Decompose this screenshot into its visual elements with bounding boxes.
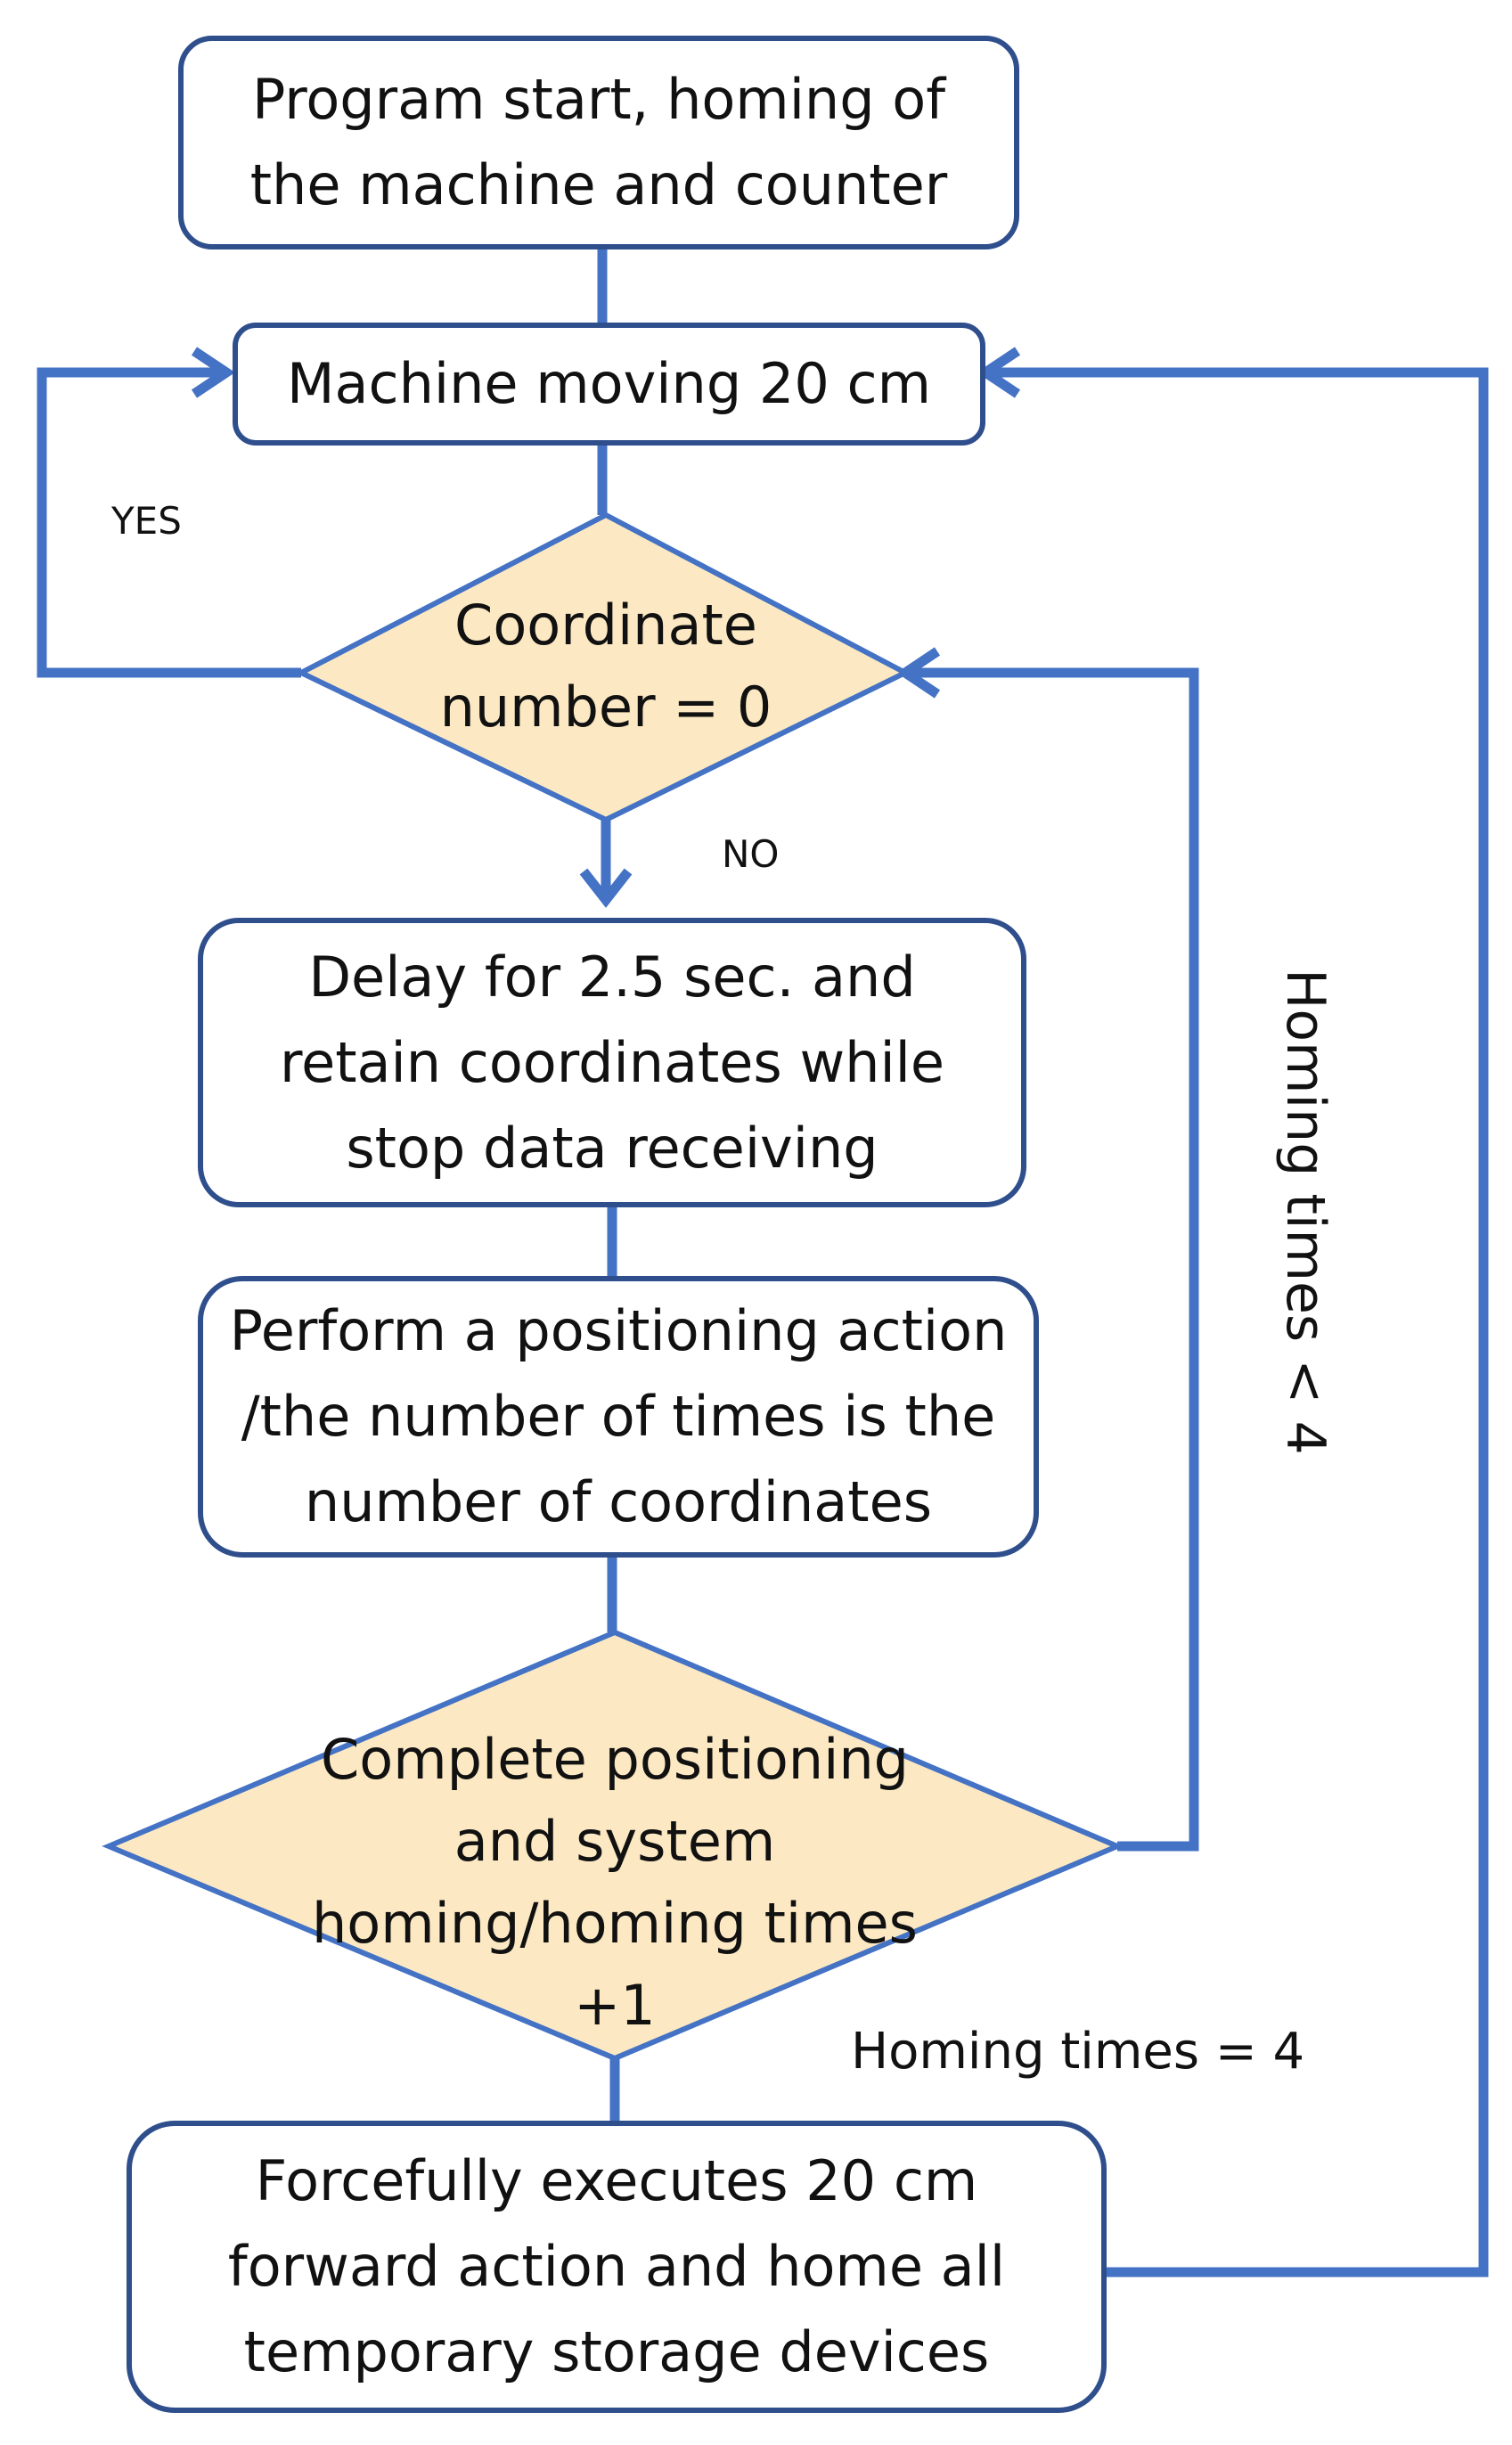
edge-force-return-loop [985,367,1489,2277]
homing-times-eq4-label: Homing times = 4 [851,2023,1305,2081]
node-force-execute: Forcefully executes 20 cm forward action… [127,2121,1107,2413]
decision-coordinate-shape [295,511,911,823]
node-delay: Delay for 2.5 sec. and retain coordinate… [198,918,1026,1207]
arrow-yes [191,347,235,398]
decision-coordinate-label: Coordinate number = 0 [439,593,772,740]
yes-label: YES [111,499,182,543]
node-positioning-action: Perform a positioning action /the number… [198,1276,1039,1558]
edge-yes-loop [37,367,301,678]
decision-complete-shape [102,1629,1124,2062]
arrow-no [579,868,633,908]
arrow-force-return [977,347,1021,398]
node-machine-moving: Machine moving 20 cm [233,323,985,446]
node-program-start: Program start, homing of the machine and… [178,36,1019,249]
edge-homing-lt4-loop [905,667,1199,1852]
homing-times-lt4-label: Homing times < 4 [1274,969,1336,1455]
decision-complete-label: Complete positioning and system homing/h… [312,1727,918,2038]
no-label: NO [722,832,780,876]
